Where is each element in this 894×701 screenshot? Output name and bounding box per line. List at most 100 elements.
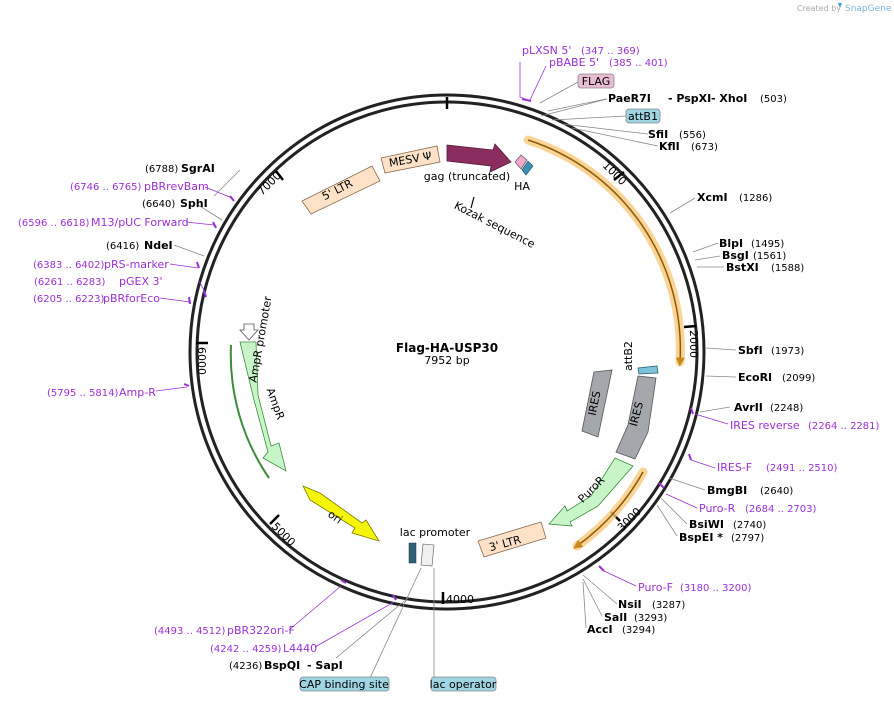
feature-label-lac-operator: lac operator	[430, 678, 497, 691]
primer-pbrforeco-pos: (6205 .. 6223)	[33, 294, 105, 305]
tick-7000	[275, 170, 284, 181]
feature-orange-lower[interactable]	[572, 467, 648, 551]
primer-l4440-pos: (4242 .. 4259)	[210, 644, 282, 655]
tick-5000	[269, 514, 280, 525]
feature-attb1-box[interactable]: attB1	[625, 108, 661, 124]
feature-label-lac-promoter: lac promoter	[400, 526, 471, 539]
site-blpi[interactable]: BlpI	[719, 237, 743, 250]
primer-ampr[interactable]: Amp-R	[119, 386, 156, 399]
feature-5-ltr[interactable]	[301, 165, 381, 215]
feature-label-attb1: attB1	[628, 110, 658, 123]
feature-lac-operator-box[interactable]: lac operator	[430, 676, 497, 692]
site-bsgi[interactable]: BsgI	[722, 249, 749, 262]
feature-3-ltr[interactable]	[477, 521, 547, 558]
feature-label-cap: CAP binding site	[299, 678, 389, 691]
feature-label-flag: FLAG	[582, 75, 611, 88]
feature-attb2[interactable]	[637, 365, 659, 375]
feature-ori-arrow[interactable]	[302, 485, 380, 542]
site-sgrai-pos: (6788)	[145, 164, 178, 175]
site-ndei-pos: (6416)	[106, 241, 139, 252]
site-avrii[interactable]: AvrII	[734, 401, 763, 414]
primer-pbrrevbam[interactable]: pBRrevBam	[144, 180, 209, 193]
site-group-right: PaeR7I - PspXI - XhoI (503) SfiI (556) K…	[229, 92, 815, 672]
site-ndei[interactable]: NdeI	[144, 239, 173, 252]
site-ecori-pos: (2099)	[782, 373, 815, 384]
site-bspei[interactable]: BspEI *	[679, 531, 723, 544]
tick-1000	[613, 171, 625, 181]
site-xcmi[interactable]: XcmI	[697, 191, 728, 204]
site-bmgbi-pos: (2640)	[760, 486, 793, 497]
primer-prsmarker[interactable]: pRS-marker	[104, 258, 169, 271]
feature-ampr-promoter[interactable]	[239, 323, 259, 341]
feature-gag-arrow[interactable]	[446, 143, 512, 173]
site-xhoi-pos: (503)	[760, 94, 787, 105]
primer-plxsn5-pos: (347 .. 369)	[581, 46, 640, 57]
feature-ires-right[interactable]	[615, 375, 657, 460]
feature-puror-arrow[interactable]	[548, 457, 634, 527]
primer-prsmarker-pos: (6383 .. 6402)	[33, 260, 105, 271]
plasmid-name: Flag-HA-USP30	[396, 341, 498, 355]
primer-m13[interactable]: M13/pUC Forward	[91, 216, 189, 229]
site-blpi-pos: (1495)	[751, 239, 784, 250]
site-bspqi-pos: (4236)	[229, 661, 262, 672]
site-pspxi[interactable]: - PspXI	[668, 92, 711, 105]
site-bsiwi[interactable]: BsiWI	[689, 518, 724, 531]
credit-text: Created by	[797, 4, 841, 13]
scale-ticks	[196, 97, 697, 604]
primer-pbr322-pos: (4493 .. 4512)	[154, 626, 226, 637]
primer-pbr322[interactable]: pBR322ori-F	[227, 624, 295, 637]
feature-label-ampr: AmpR	[264, 386, 288, 422]
site-bspei-pos: (2797)	[731, 533, 764, 544]
site-sfii[interactable]: SfiI	[648, 128, 668, 141]
primer-iresrev[interactable]: IRES reverse	[730, 419, 800, 432]
site-sphi-pos: (6640)	[142, 199, 175, 210]
site-acci[interactable]: AccI	[587, 623, 613, 636]
site-bspqi[interactable]: BspQI	[264, 659, 300, 672]
site-bmgbi[interactable]: BmgBI	[707, 484, 747, 497]
site-ecori[interactable]: EcoRI	[738, 371, 772, 384]
feature-ha-tag[interactable]	[514, 154, 534, 176]
primer-ampr-pos: (5795 .. 5814)	[47, 388, 119, 399]
feature-usp30-orf[interactable]	[523, 135, 685, 367]
feature-ampr-arrow[interactable]	[239, 341, 287, 472]
primer-puror[interactable]: Puro-R	[699, 502, 736, 515]
site-kfli[interactable]: KflI	[659, 140, 680, 153]
tick-label-2000: 2000	[687, 330, 700, 358]
primer-iresrev-pos: (2264 .. 2281)	[808, 421, 880, 432]
site-bstxi[interactable]: BstXI	[726, 261, 759, 274]
feature-label-kozak: Kozak sequence	[452, 199, 537, 251]
feature-ires-left[interactable]	[581, 369, 613, 438]
primer-pbabe5[interactable]: pBABE 5'	[549, 56, 599, 69]
primer-l4440[interactable]: L4440	[283, 642, 317, 655]
feature-flag-box[interactable]: FLAG	[577, 73, 615, 89]
feature-mesv-psi[interactable]	[380, 145, 441, 174]
primer-pgex3[interactable]: pGEX 3'	[119, 275, 163, 288]
site-sali-pos: (3293)	[634, 613, 667, 624]
site-xcmi-pos: (1286)	[739, 193, 772, 204]
tick-2000	[683, 324, 697, 329]
kozak-mark	[470, 196, 475, 209]
primer-purof[interactable]: Puro-F	[638, 581, 673, 594]
primer-iresf[interactable]: IRES-F	[717, 461, 752, 474]
site-nsii[interactable]: NsiI	[618, 598, 642, 611]
primer-pbrforeco[interactable]: pBRforEco	[103, 292, 160, 305]
tick-label-6000: 6000	[195, 347, 208, 375]
site-bstxi-pos: (1588)	[771, 263, 804, 274]
feature-label-ha: HA	[514, 180, 530, 193]
primer-plxsn5[interactable]: pLXSN 5'	[522, 44, 571, 57]
site-paer7i[interactable]: PaeR7I	[608, 92, 651, 105]
site-sali[interactable]: SalI	[604, 611, 627, 624]
feature-label-ires2: IRES	[627, 400, 646, 427]
site-xhoi[interactable]: - XhoI	[711, 92, 747, 105]
feature-cap-box[interactable]: CAP binding site	[299, 676, 390, 692]
snapgene-logo-icon	[838, 3, 842, 8]
site-sphi[interactable]: SphI	[180, 197, 208, 210]
site-sgrai[interactable]: SgrAI	[181, 162, 215, 175]
primer-pbabe5-pos: (385 .. 401)	[609, 58, 668, 69]
primer-purof-pos: (3180 .. 3200)	[680, 583, 752, 594]
feature-label-attb2: attB2	[622, 341, 635, 371]
site-kfli-pos: (673)	[691, 142, 718, 153]
site-sapi[interactable]: - SapI	[307, 659, 343, 672]
site-sbfi[interactable]: SbfI	[738, 344, 763, 357]
feature-lac-promoter[interactable]	[408, 542, 435, 567]
